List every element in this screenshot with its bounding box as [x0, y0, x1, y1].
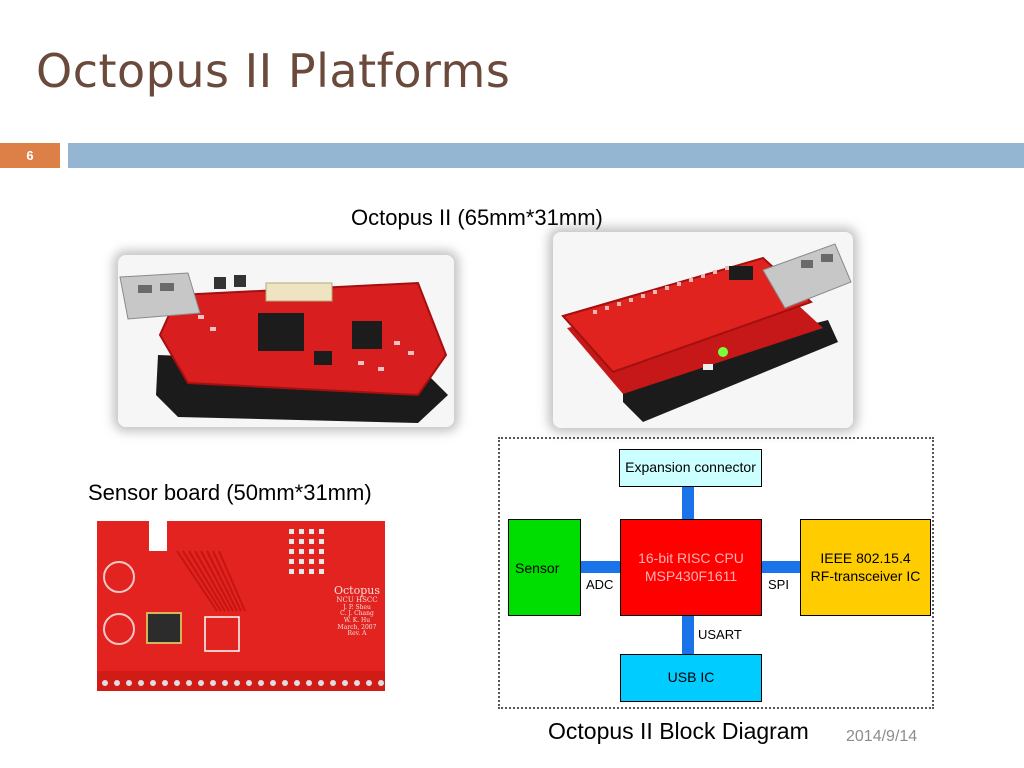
- octopus-photo-right: [553, 232, 853, 428]
- sensor-board-caption: Sensor board (50mm*31mm): [88, 480, 372, 505]
- block-diagram-caption: Octopus II Block Diagram: [548, 718, 809, 744]
- cpu-block: 16-bit RISC CPU MSP430F1611: [620, 519, 762, 616]
- rf-label-line1: IEEE 802.15.4: [820, 550, 911, 566]
- expansion-connector-label: Expansion connector: [625, 459, 756, 476]
- octopus-board-illustration-right: [553, 232, 853, 428]
- rf-transceiver-block: IEEE 802.15.4 RF-transceiver IC: [800, 519, 931, 616]
- slide-number: 6: [26, 148, 34, 163]
- block-diagram: Expansion connector 16-bit RISC CPU MSP4…: [498, 437, 934, 709]
- silkscreen-date: March, 2007: [337, 623, 377, 631]
- sensor-board-silkscreen: Octopus NCU HSCC J. P. Sheu C. J. Chang …: [329, 584, 385, 638]
- usart-label: USART: [698, 627, 742, 642]
- silkscreen-rev: Rev. A: [347, 630, 367, 638]
- octopus-photo-left: [118, 255, 454, 427]
- usb-ic-block: USB IC: [620, 654, 762, 702]
- sensor-board-photo: Octopus NCU HSCC J. P. Sheu C. J. Chang …: [97, 521, 385, 691]
- expansion-connector-block: Expansion connector: [619, 449, 762, 487]
- cpu-label-line2: MSP430F1611: [644, 567, 738, 584]
- sensor-board-illustration: [97, 521, 385, 691]
- connector-expansion-cpu: [682, 487, 694, 519]
- usb-ic-label: USB IC: [667, 669, 715, 686]
- silkscreen-author-1: J. P. Sheu: [343, 603, 371, 611]
- octopus-board-illustration-left: [118, 255, 454, 427]
- silkscreen-author-3: W. K. Hu: [343, 616, 371, 624]
- sensor-block: Sensor: [508, 519, 581, 616]
- sensor-label: Sensor: [515, 560, 560, 576]
- adc-label: ADC: [586, 577, 614, 592]
- connector-sensor-cpu: [581, 561, 620, 573]
- rf-label-line2: RF-transceiver IC: [810, 567, 921, 584]
- spi-label: SPI: [768, 577, 789, 592]
- octopus-caption: Octopus II (65mm*31mm): [351, 205, 603, 230]
- silkscreen-org: NCU HSCC: [336, 596, 378, 605]
- connector-cpu-usb: [682, 616, 694, 654]
- connector-cpu-rf: [762, 561, 800, 573]
- slide-title: Octopus II Platforms: [36, 44, 511, 98]
- cpu-label-line1: 16-bit RISC CPU: [638, 550, 744, 566]
- slide-number-badge: 6: [0, 143, 60, 168]
- header-band: [68, 143, 1024, 168]
- silkscreen-brand: Octopus: [334, 584, 380, 597]
- silkscreen-author-2: C. J. Chang: [340, 610, 374, 618]
- slide-date: 2014/9/14: [846, 728, 918, 745]
